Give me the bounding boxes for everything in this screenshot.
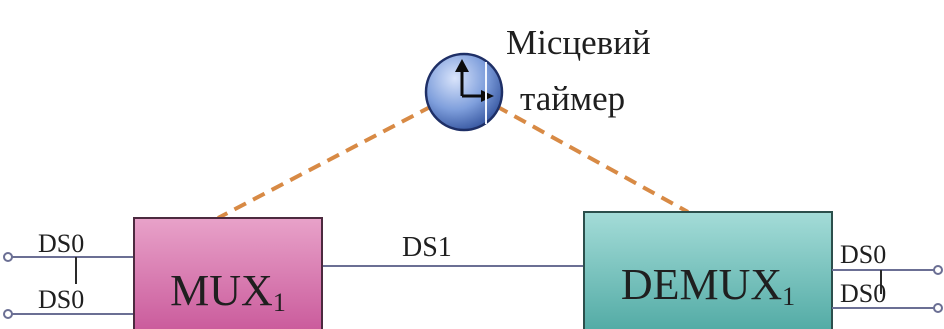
demux-output-1-label: DS0: [840, 240, 886, 269]
mux-block: MUX1: [133, 217, 323, 329]
timer-to-mux-link: [217, 104, 433, 220]
demux-subscript: 1: [782, 282, 795, 311]
clock-hand-horizontal-arrow: [481, 90, 494, 102]
mux-input-2-terminal: [3, 309, 13, 319]
demux-output-2-label: DS0: [840, 279, 886, 308]
mux-input-2-label: DS0: [38, 285, 84, 314]
demux-output-2-terminal: [933, 303, 943, 313]
timer-label-line1: Місцевий: [506, 23, 651, 62]
ds1-label: DS1: [402, 232, 452, 263]
demux-output-1-terminal: [933, 265, 943, 275]
mux-name: MUX: [170, 266, 273, 315]
timer-label-line2: таймер: [520, 79, 625, 118]
demux-name: DEMUX: [621, 260, 782, 309]
clock-hand-vertical-arrow: [455, 59, 469, 72]
demux-label: DEMUX1: [621, 260, 795, 311]
demux-block: DEMUX1: [583, 211, 833, 329]
mux-input-1-label: DS0: [38, 229, 84, 258]
clock-icon: [424, 52, 504, 132]
mux-input-1-terminal: [3, 252, 13, 262]
mux-label: MUX1: [170, 266, 286, 317]
mux-subscript: 1: [273, 288, 286, 317]
timer-to-demux-link: [495, 104, 689, 214]
local-timer: [424, 52, 504, 132]
